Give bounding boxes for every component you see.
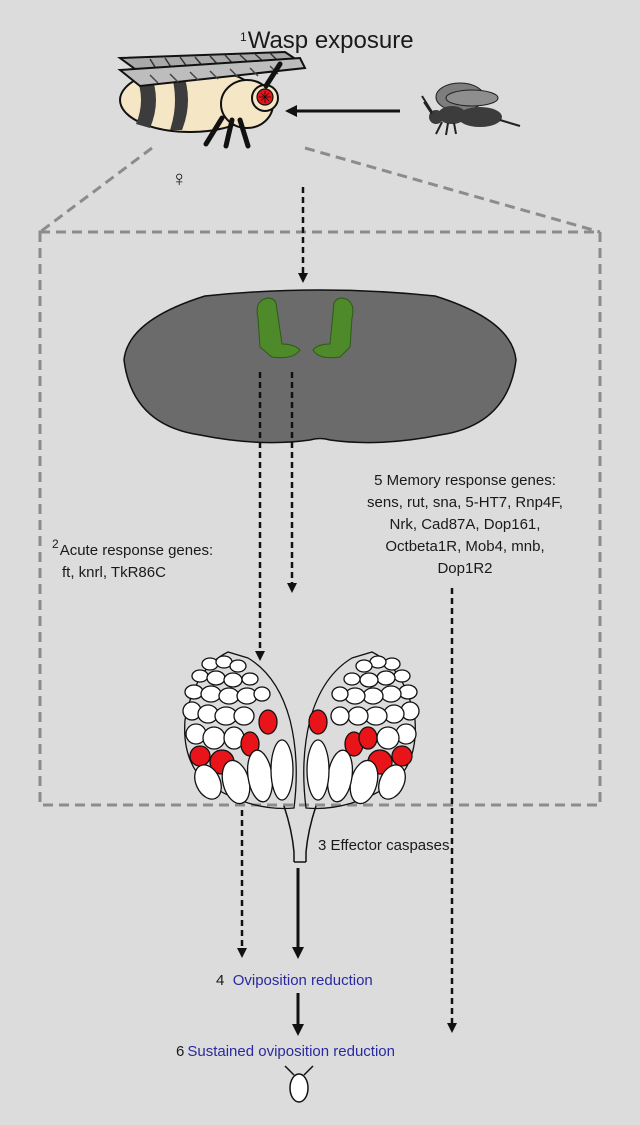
- step5-title: Memory response genes:: [387, 472, 556, 489]
- step5-label: 5 Memory response genes: sens, rut, sna,…: [305, 470, 625, 580]
- step6-number: 6: [176, 1043, 184, 1060]
- step5-number: 5: [374, 472, 382, 489]
- female-symbol-icon: ♀: [171, 168, 188, 190]
- step4-number: 4: [216, 972, 224, 989]
- wasp-icon: [422, 83, 520, 135]
- brain-icon: [124, 290, 516, 443]
- step5-genes-line: Nrk, Cad87A, Dop161,: [305, 514, 625, 536]
- step1-label: 1Wasp exposure: [240, 26, 414, 59]
- step6-text: Sustained oviposition reduction: [187, 1043, 395, 1060]
- step3-text: Effector caspases: [331, 837, 450, 854]
- egg-icon: [285, 1066, 313, 1102]
- step5-genes-line: Dop1R2: [305, 558, 625, 580]
- step2-label: 2Acute response genes: ft, knrl, TkR86C: [52, 540, 213, 584]
- step1-text: Wasp exposure: [248, 27, 414, 54]
- step5-genes-line: Octbeta1R, Mob4, mnb,: [305, 536, 625, 558]
- step2-number: 2: [52, 537, 59, 551]
- step3-number: 3: [318, 837, 326, 854]
- step4-label: 4 Oviposition reduction: [216, 970, 373, 992]
- step2-title: Acute response genes:: [60, 542, 213, 559]
- ovary-icon: [183, 652, 419, 862]
- female-fly-icon: [120, 52, 305, 146]
- step4-text: Oviposition reduction: [233, 972, 373, 989]
- step2-genes: ft, knrl, TkR86C: [52, 562, 213, 584]
- step3-label: 3 Effector caspases: [318, 835, 449, 857]
- step1-number: 1: [240, 30, 247, 44]
- step5-genes-line: sens, rut, sna, 5-HT7, Rnp4F,: [305, 492, 625, 514]
